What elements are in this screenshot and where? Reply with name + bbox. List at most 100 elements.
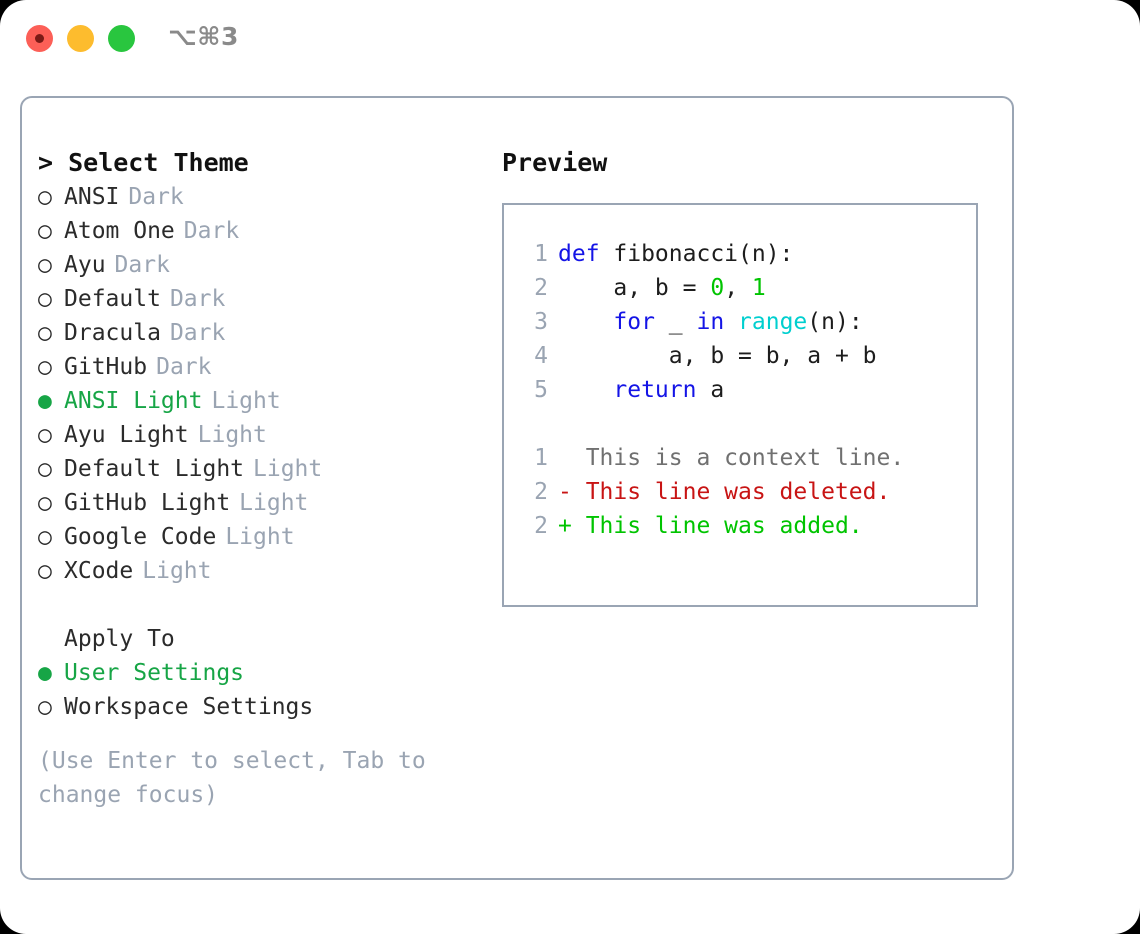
diff-line-content: This is a context line. xyxy=(558,441,905,475)
spacer xyxy=(38,724,488,744)
diff-line: 1 This is a context line. xyxy=(504,441,976,475)
token-txt: (n): xyxy=(807,309,863,335)
token-add: + This line was added. xyxy=(558,513,863,539)
token-kw: def xyxy=(558,241,614,267)
code-line-content: return a xyxy=(558,373,724,407)
theme-option-ansi[interactable]: ○ ANSI Dark xyxy=(38,180,488,214)
token-txt: a, b = xyxy=(558,275,711,301)
radio-unselected-icon: ○ xyxy=(38,286,52,312)
code-line-content: def fibonacci(n): xyxy=(558,237,793,271)
token-txt: _ xyxy=(654,309,697,335)
theme-variant-tag: Dark xyxy=(114,252,170,278)
diff-line: 2 - This line was deleted. xyxy=(504,475,976,509)
code-line: 3 for _ in range(n): xyxy=(504,305,976,339)
token-num: 1 xyxy=(751,275,766,301)
keyboard-shortcut-label: ⌥⌘3 xyxy=(168,22,239,51)
code-line: 2 a, b = 0, 1 xyxy=(504,271,976,305)
theme-option-default[interactable]: ○ Default Dark xyxy=(38,282,488,316)
token-fn: range xyxy=(738,309,808,335)
token-kw: return xyxy=(613,377,697,403)
theme-option-label: ANSI Light xyxy=(64,388,203,414)
minimize-window-button[interactable] xyxy=(67,25,94,52)
apply-to-list[interactable]: ●User Settings○Workspace Settings xyxy=(38,656,488,724)
keyboard-hint: (Use Enter to select, Tab to change focu… xyxy=(38,748,440,808)
theme-option-google-code[interactable]: ○ Google Code Light xyxy=(38,520,488,554)
line-number: 2 xyxy=(534,479,548,505)
theme-variant-tag: Dark xyxy=(156,354,212,380)
line-number: 5 xyxy=(534,377,548,403)
token-kw: for xyxy=(613,309,655,335)
token-del: - This line was deleted. xyxy=(558,479,891,505)
radio-unselected-icon: ○ xyxy=(38,184,52,210)
radio-unselected-icon: ○ xyxy=(38,354,52,380)
code-line-content: a, b = 0, 1 xyxy=(558,271,766,305)
line-number: 1 xyxy=(534,241,548,267)
line-number: 1 xyxy=(534,445,548,471)
token-txt: fibonacci(n): xyxy=(613,241,794,267)
radio-unselected-icon: ○ xyxy=(38,524,52,550)
theme-option-github[interactable]: ○ GitHub Dark xyxy=(38,350,488,384)
code-line: 1 def fibonacci(n): xyxy=(504,237,976,271)
line-number: 2 xyxy=(534,513,548,539)
theme-variant-tag: Light xyxy=(225,524,295,550)
window-controls xyxy=(26,25,135,52)
theme-option-label: ANSI xyxy=(64,184,120,210)
apply-to-option-workspace-settings[interactable]: ○Workspace Settings xyxy=(38,690,488,724)
token-txt xyxy=(724,309,738,335)
line-number: 4 xyxy=(534,343,548,369)
theme-option-dracula[interactable]: ○ Dracula Dark xyxy=(38,316,488,350)
theme-option-label: Default Light xyxy=(64,456,245,482)
apply-to-heading: Apply To xyxy=(64,626,175,652)
token-txt: a xyxy=(696,377,725,403)
theme-option-label: GitHub xyxy=(64,354,148,380)
radio-unselected-icon: ○ xyxy=(38,218,52,244)
token-ctx: This is a context line. xyxy=(558,445,905,471)
code-line-content: a, b = b, a + b xyxy=(558,339,877,373)
code-line: 5 return a xyxy=(504,373,976,407)
token-txt: a, b = b, a + b xyxy=(558,343,877,369)
theme-option-label: GitHub Light xyxy=(64,490,231,516)
radio-unselected-icon: ○ xyxy=(38,456,52,482)
line-number: 2 xyxy=(534,275,548,301)
radio-unselected-icon: ○ xyxy=(38,320,52,346)
radio-unselected-icon: ○ xyxy=(38,490,52,516)
diff-line-content: + This line was added. xyxy=(558,509,863,543)
token-txt xyxy=(558,377,613,403)
theme-variant-tag: Dark xyxy=(128,184,184,210)
maximize-window-button[interactable] xyxy=(108,25,135,52)
theme-variant-tag: Dark xyxy=(169,286,226,312)
theme-option-default-light[interactable]: ○ Default Light Light xyxy=(38,452,488,486)
close-window-button[interactable] xyxy=(26,25,53,52)
radio-unselected-icon: ○ xyxy=(38,558,52,584)
code-line: 4 a, b = b, a + b xyxy=(504,339,976,373)
apply-to-option-user-settings[interactable]: ●User Settings xyxy=(38,656,488,690)
spacer xyxy=(38,588,488,622)
theme-option-label: Default xyxy=(64,286,161,312)
titlebar: ⌥⌘3 xyxy=(0,0,1140,78)
theme-option-label: Ayu Light xyxy=(64,422,189,448)
preview-heading: Preview xyxy=(502,148,608,177)
theme-option-label: XCode xyxy=(64,558,134,584)
theme-option-label: Ayu xyxy=(64,252,106,278)
diff-sample: 1 This is a context line. 2 - This line wa… xyxy=(504,441,976,543)
theme-variant-tag: Dark xyxy=(183,218,240,244)
select-theme-heading: > Select Theme xyxy=(38,148,249,177)
theme-variant-tag: Dark xyxy=(169,320,226,346)
theme-variant-tag: Light xyxy=(253,456,323,482)
theme-variant-tag: Light xyxy=(211,388,281,414)
radio-unselected-icon: ○ xyxy=(38,694,52,720)
theme-option-label: Google Code xyxy=(64,524,217,550)
theme-option-label: Dracula xyxy=(64,320,161,346)
